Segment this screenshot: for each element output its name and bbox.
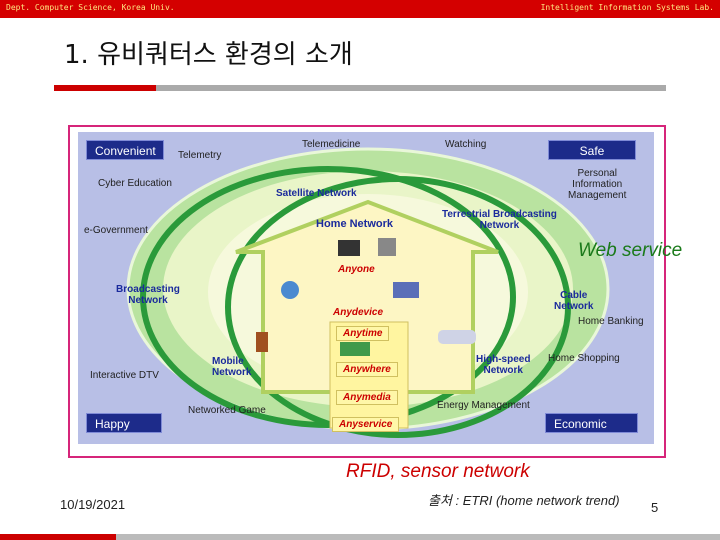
home-network-label: Home Network xyxy=(316,218,394,230)
economic-badge: Economic xyxy=(545,413,638,433)
anyone-label: Anyone xyxy=(338,264,375,275)
device-pda xyxy=(256,332,268,352)
personal-info-label: Personal Information Management xyxy=(568,168,627,201)
broadcasting-network-label: Broadcasting Network xyxy=(116,284,180,306)
slide-title: 1. 유비쿼터스 환경의 소개 xyxy=(64,40,353,70)
footer-date: 10/19/2021 xyxy=(60,497,126,512)
device-laptop xyxy=(393,282,419,298)
footer-bar-accent xyxy=(0,534,116,540)
energy-management-label: Energy Management xyxy=(437,400,530,411)
header-bar: Dept. Computer Science, Korea Univ. Inte… xyxy=(0,0,720,18)
terrestrial-network-label: Terrestrial Broadcasting Network xyxy=(442,209,557,231)
anyservice-label: Anyservice xyxy=(332,417,400,432)
footer-bar xyxy=(116,534,720,540)
watching-label: Watching xyxy=(445,139,487,150)
happy-badge: Happy xyxy=(86,413,162,433)
house-shape xyxy=(235,199,499,394)
satellite-network-label: Satellite Network xyxy=(276,188,357,199)
footer-source: 출처 : ETRI (home network trend) xyxy=(428,493,620,508)
anytime-label: Anytime xyxy=(336,326,390,341)
cyber-education-label: Cyber Education xyxy=(98,178,172,189)
telemetry-label: Telemetry xyxy=(178,150,222,161)
interactive-dtv-label: Interactive DTV xyxy=(90,370,159,381)
mobile-network-label: Mobile Network xyxy=(212,356,252,378)
networked-game-label: Networked Game xyxy=(188,405,266,416)
title-underline-accent xyxy=(54,85,156,91)
home-shopping-label: Home Shopping xyxy=(548,353,620,364)
convenient-badge: Convenient xyxy=(86,140,164,160)
high-speed-network-label: High-speed Network xyxy=(476,354,531,376)
device-card xyxy=(340,342,370,356)
device-pc xyxy=(378,238,396,256)
web-service-label: Web service xyxy=(578,240,683,261)
rfid-sensor-network-label: RFID, sensor network xyxy=(346,461,530,482)
device-car xyxy=(438,330,476,344)
anydevice-label: Anydevice xyxy=(333,307,384,318)
anymedia-label: Anymedia xyxy=(336,390,398,405)
home-banking-label: Home Banking xyxy=(578,316,644,327)
rfid-ring xyxy=(140,166,516,428)
header-left-text: Dept. Computer Science, Korea Univ. xyxy=(6,3,175,12)
title-underline xyxy=(156,85,666,91)
ubiquitous-diagram xyxy=(126,147,610,438)
device-globe xyxy=(281,281,299,299)
safe-badge: Safe xyxy=(548,140,636,160)
telemedicine-label: Telemedicine xyxy=(302,139,361,150)
page-number: 5 xyxy=(651,500,659,515)
device-tv xyxy=(338,240,360,256)
header-right-text: Intelligent Information Systems Lab. xyxy=(540,3,714,12)
cable-network-label: Cable Network xyxy=(554,290,594,312)
e-government-label: e-Government xyxy=(84,225,148,236)
anywhere-label: Anywhere xyxy=(336,362,398,377)
